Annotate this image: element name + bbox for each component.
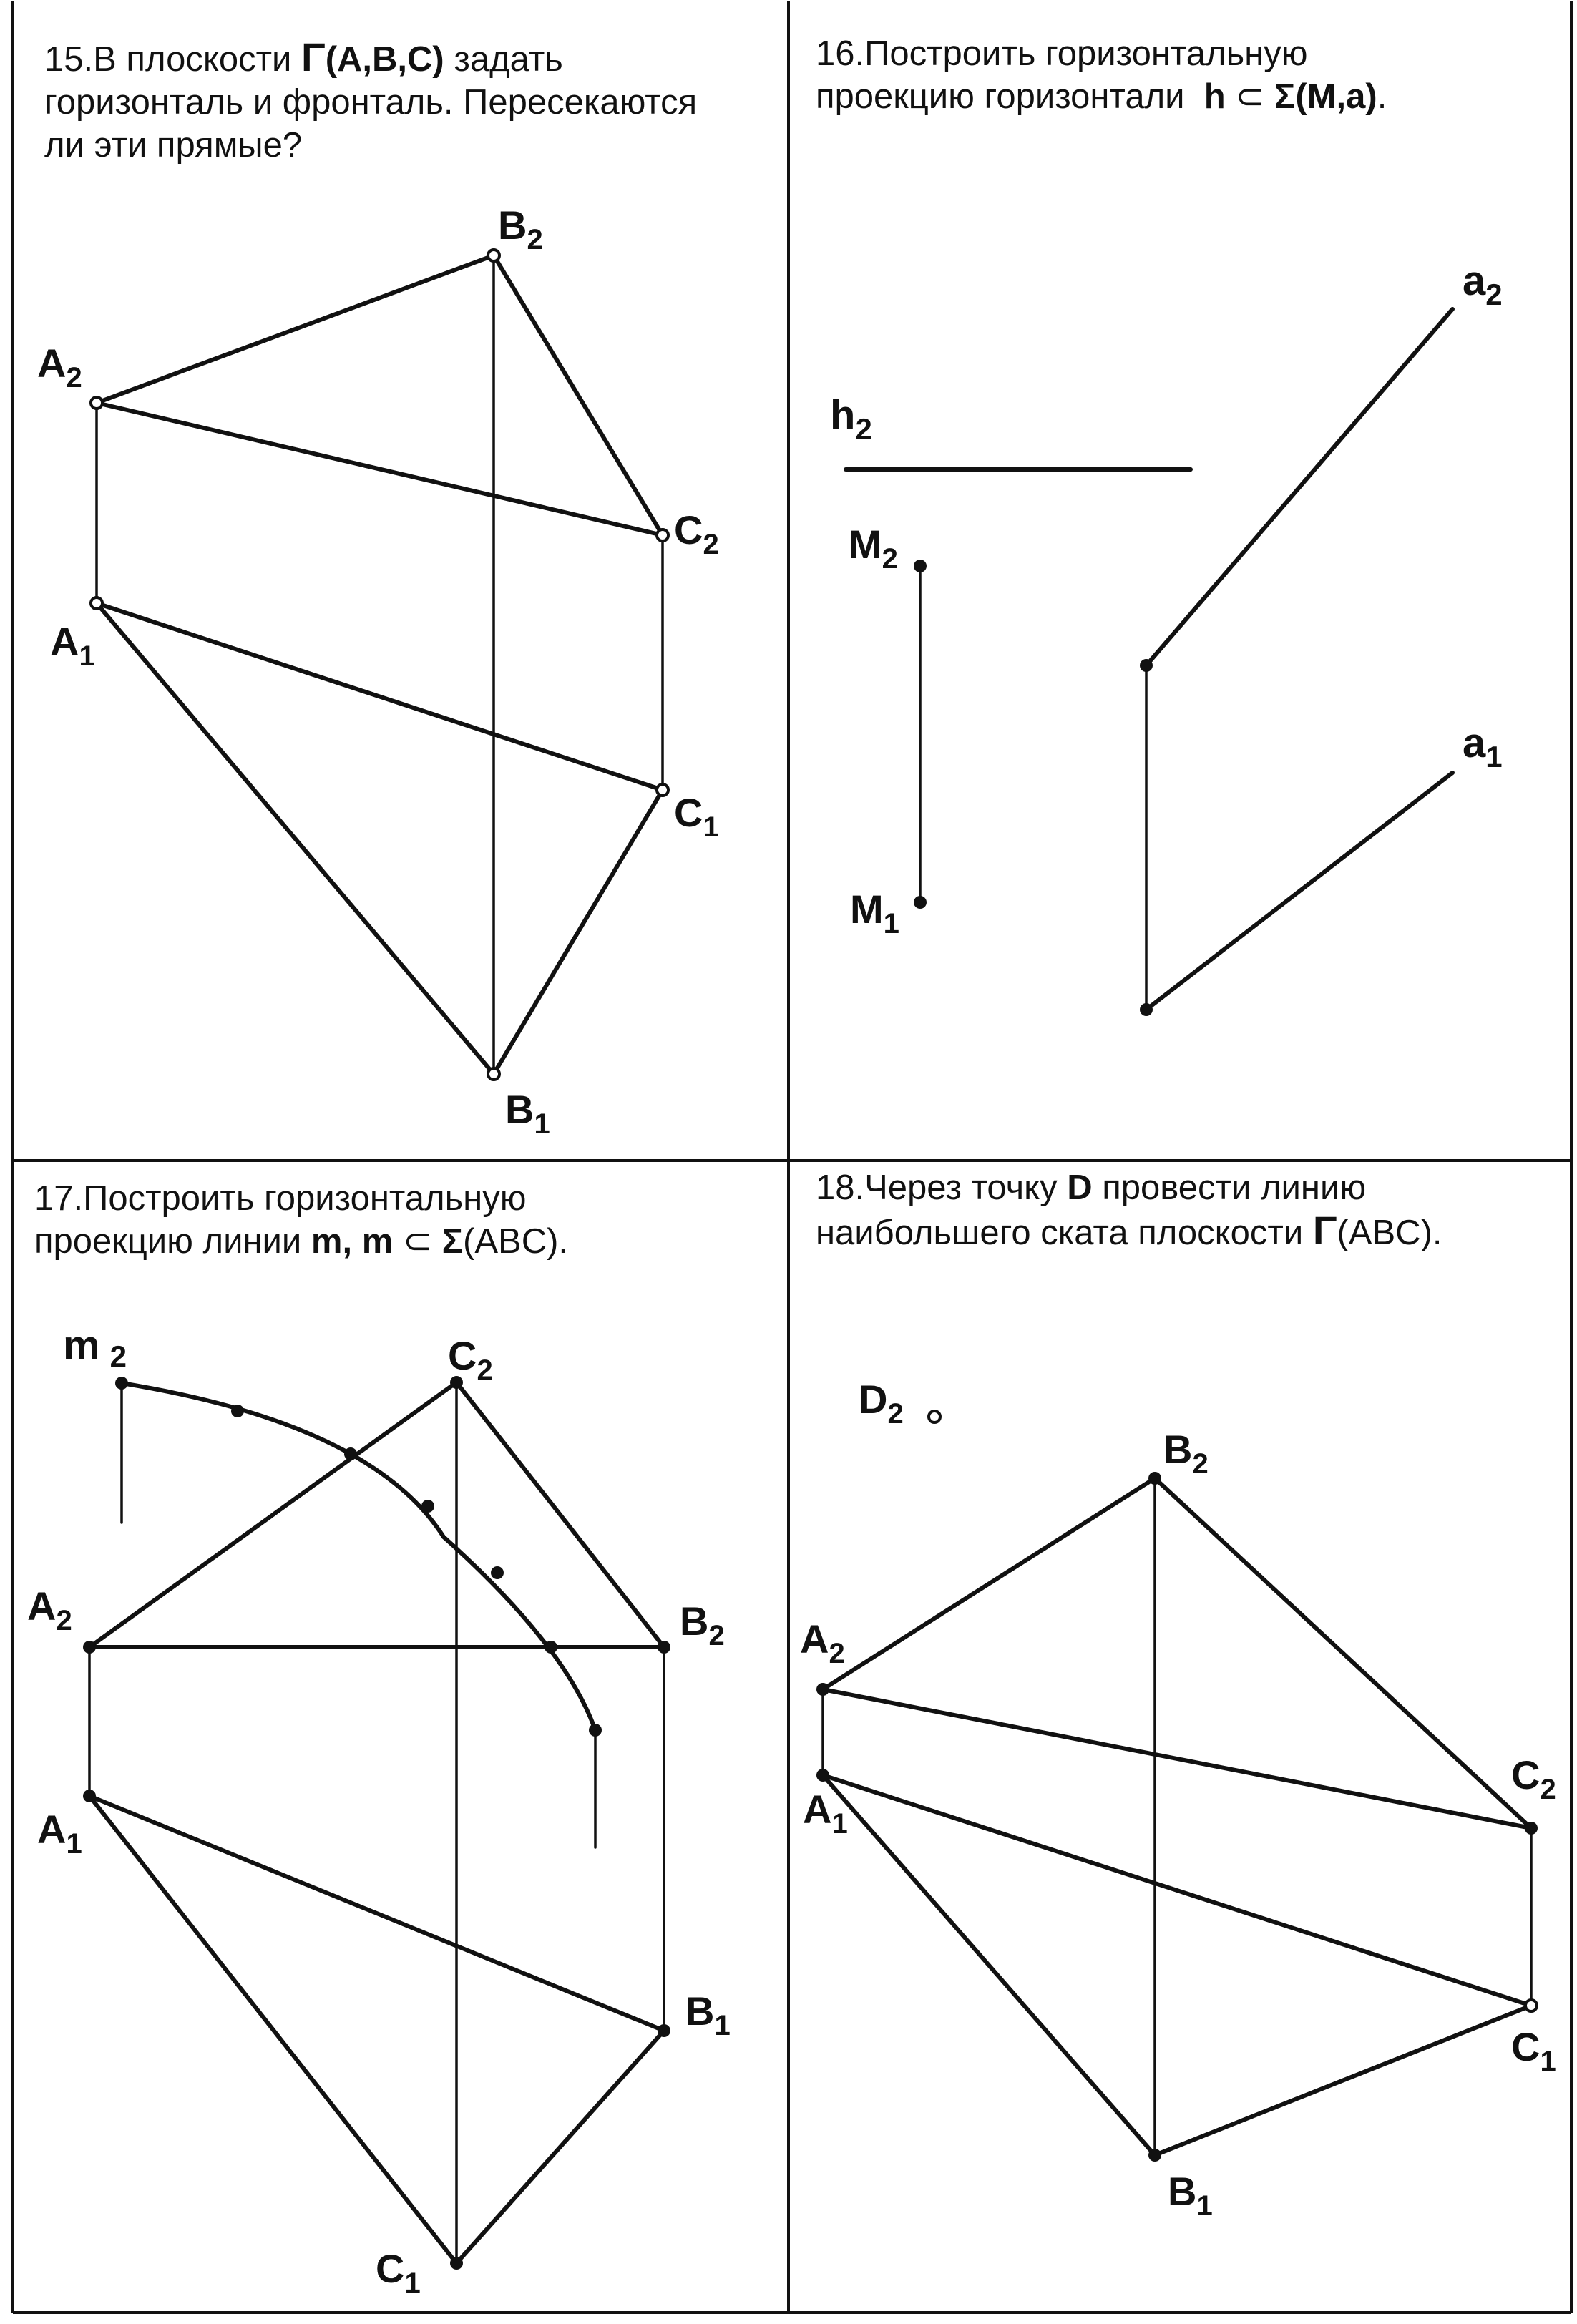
point-b2 — [658, 1641, 670, 1654]
curve-point — [545, 1641, 557, 1654]
point-a2 — [816, 1683, 829, 1696]
label-a2: A2 — [27, 1583, 72, 1636]
label-c1: C1 — [376, 2246, 421, 2299]
diagram-18: D2 B2 A2 C2 A1 C1 B1 — [800, 1377, 1556, 2222]
task-18-text: 18.Через точку D провести линию наибольш… — [816, 1166, 1560, 1254]
task-17-text: 17.Построить горизонтальную проекцию лин… — [34, 1177, 778, 1263]
point-m1 — [914, 896, 927, 909]
label-b2: B2 — [1163, 1427, 1209, 1480]
curve-point — [231, 1405, 244, 1417]
label-b2: B2 — [498, 202, 543, 255]
sigma-symbol: Σ — [1274, 77, 1296, 116]
point-c2 — [1525, 1822, 1538, 1835]
label-a1: a1 — [1463, 720, 1503, 773]
curve-point — [115, 1377, 128, 1390]
point-a2-end — [1140, 659, 1153, 672]
label-c2: C2 — [448, 1333, 493, 1386]
label-m2: M2 — [849, 522, 898, 575]
task-16-line-1: 16.Построить горизонтальную — [816, 34, 1308, 73]
point-a2 — [89, 396, 104, 410]
subset-symbol: ⊂ — [1235, 77, 1265, 116]
label-b1: B1 — [1168, 2169, 1213, 2222]
task-15-line-1: 15.В плоскости Γ(A,B,C) задать — [44, 34, 563, 79]
label-a2: A2 — [37, 341, 82, 394]
gamma-symbol: Γ — [1312, 1208, 1337, 1253]
diagram-16: h2 M2 M1 a2 a1 — [830, 258, 1503, 1016]
point-b1 — [487, 1067, 501, 1081]
task-17-line-2: проекцию линии m, m ⊂ Σ(ABC). — [34, 1222, 569, 1261]
task-15-line-2: горизонталь и фронталь. Пересекаются — [44, 83, 698, 122]
point-b2 — [1148, 1472, 1161, 1485]
label-c1: C1 — [1511, 2024, 1556, 2077]
sigma-symbol: Σ — [441, 1222, 464, 1261]
point-c1 — [1524, 1998, 1538, 2013]
label-a2: A2 — [800, 1616, 845, 1669]
point-c1 — [450, 2257, 463, 2270]
point-a2 — [83, 1641, 96, 1654]
label-a1: A1 — [37, 1807, 82, 1860]
point-a1-end — [1140, 1003, 1153, 1016]
point-c1 — [655, 783, 670, 797]
label-c1: C1 — [674, 790, 719, 843]
curve-point — [421, 1500, 434, 1513]
panel-frame — [11, 1, 1573, 2314]
label-h2: h2 — [830, 392, 872, 446]
diagram-15: A2 B2 C2 A1 C1 B1 — [37, 202, 719, 1140]
label-m1: M1 — [850, 887, 899, 939]
label-b1: B1 — [505, 1087, 550, 1140]
point-c2 — [450, 1376, 463, 1389]
curve-point — [344, 1447, 357, 1460]
task-16-text: 16.Построить горизонтальную проекцию гор… — [816, 32, 1560, 118]
point-b1 — [1148, 2149, 1161, 2162]
label-d2: D2 — [859, 1377, 904, 1430]
point-b2 — [487, 248, 501, 263]
curve-point — [589, 1724, 602, 1737]
point-a1 — [89, 596, 104, 610]
task-15-text: 15.В плоскости Γ(A,B,C) задать горизонта… — [44, 36, 774, 167]
label-c2: C2 — [1511, 1752, 1556, 1805]
subset-symbol: ⊂ — [402, 1222, 432, 1261]
task-17-line-1: 17.Построить горизонтальную — [34, 1179, 527, 1218]
curve-point — [491, 1566, 504, 1579]
gamma-symbol: Γ — [301, 34, 326, 79]
point-m2 — [914, 560, 927, 572]
label-b2: B2 — [680, 1598, 725, 1651]
task-16-line-2: проекцию горизонтали h ⊂ Σ(M,a). — [816, 77, 1387, 116]
task-15-number: 15. — [44, 40, 94, 79]
point-b1 — [658, 2024, 670, 2037]
point-a1 — [83, 1790, 96, 1802]
point-d2 — [927, 1410, 942, 1424]
label-b1: B1 — [685, 1988, 731, 2041]
point-c2 — [655, 528, 670, 542]
label-a1: A1 — [50, 619, 95, 672]
point-a1 — [816, 1769, 829, 1782]
label-a1: A1 — [803, 1787, 848, 1840]
task-15-line-3: ли эти прямые? — [44, 126, 303, 165]
label-a2: a2 — [1463, 258, 1503, 311]
task-18-line-2: наибольшего ската плоскости Γ(ABC). — [816, 1208, 1442, 1253]
label-c2: C2 — [674, 507, 719, 560]
task-18-line-1: 18.Через точку D провести линию — [816, 1168, 1367, 1207]
